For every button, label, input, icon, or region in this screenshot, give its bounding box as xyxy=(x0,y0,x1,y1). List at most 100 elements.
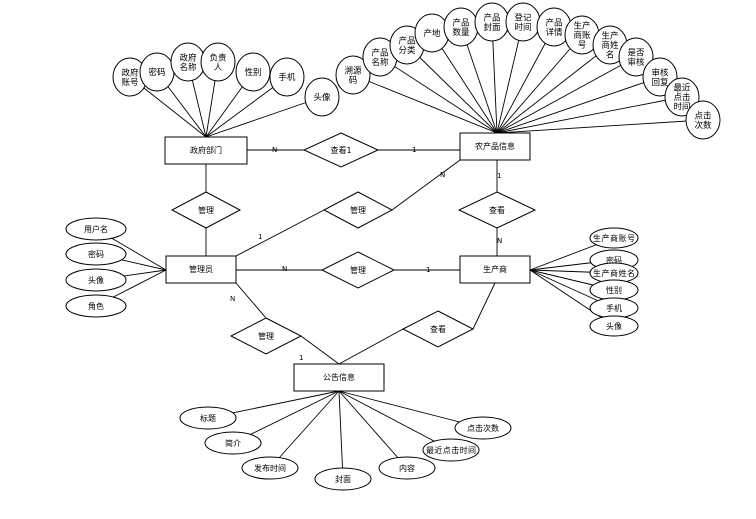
attribute-edge xyxy=(406,44,498,134)
attribute-label: 产品 xyxy=(452,17,469,28)
relation-producer-notice[interactable]: 查看 xyxy=(401,310,475,348)
attribute-label: 封面 xyxy=(483,22,501,33)
attribute-label: 名称 xyxy=(179,62,197,73)
attribute-label: 点击次数 xyxy=(467,423,499,433)
attribute-notice-3[interactable]: 封面 xyxy=(314,467,372,491)
attribute-label: 头像 xyxy=(313,92,331,103)
attribute-label: 生产商姓名 xyxy=(593,268,635,278)
attribute-gov-5[interactable]: 手机 xyxy=(269,57,305,97)
attribute-ellipse xyxy=(304,77,340,117)
attribute-edge xyxy=(338,390,408,469)
attribute-ellipse xyxy=(241,456,299,480)
entity-gov-label: 政府部门 xyxy=(190,145,222,155)
attribute-admin-0[interactable]: 用户名 xyxy=(65,217,127,241)
relation-edge xyxy=(391,159,461,211)
attribute-edge xyxy=(431,32,498,134)
cardinality-label: 1 xyxy=(426,266,430,274)
attribute-label: 号 xyxy=(578,41,587,51)
attribute-label: 产品 xyxy=(483,12,500,23)
attribute-edge xyxy=(352,74,498,134)
attribute-ellipse xyxy=(65,268,127,292)
attribute-label: 数量 xyxy=(452,27,470,38)
cardinality-label: 1 xyxy=(412,146,416,154)
relation-producer-product[interactable]: 查看 xyxy=(457,191,537,229)
cardinality-label: N xyxy=(272,146,277,154)
attribute-prodr-3[interactable]: 性别 xyxy=(589,279,639,301)
attribute-edge xyxy=(496,44,611,134)
attribute-label: 政府 xyxy=(179,52,197,63)
entity-gov[interactable]: 政府部门 xyxy=(164,136,248,165)
entity-notice[interactable]: 公告信息 xyxy=(293,363,385,392)
attribute-label: 简介 xyxy=(225,438,241,448)
attribute-notice-1[interactable]: 简介 xyxy=(204,431,262,455)
attribute-notice-5[interactable]: 最近点击时间 xyxy=(422,438,480,462)
attribute-edge xyxy=(379,56,498,134)
attribute-prodr-5[interactable]: 头像 xyxy=(589,315,639,337)
attribute-prodr-4[interactable]: 手机 xyxy=(589,297,639,319)
attribute-ellipse xyxy=(378,456,436,480)
attribute-prod-0[interactable]: 溯源码 xyxy=(335,55,371,95)
relation-view-1[interactable]: 查看1 xyxy=(302,132,380,168)
relation-gov-admin[interactable]: 管理 xyxy=(170,191,242,229)
entity-product-info[interactable]: 农产品信息 xyxy=(459,132,531,161)
relation-edge xyxy=(472,282,496,330)
attribute-prodr-0[interactable]: 生产商账号 xyxy=(589,227,639,249)
attribute-admin-1[interactable]: 密码 xyxy=(65,242,127,266)
attribute-label: 标题 xyxy=(200,413,216,423)
attribute-prod-9[interactable]: 生产商姓名 xyxy=(592,25,628,65)
attribute-gov-1[interactable]: 密码 xyxy=(139,52,175,92)
entity-producer[interactable]: 生产商 xyxy=(459,255,531,284)
attribute-ellipse xyxy=(589,315,639,337)
attribute-label: 账号 xyxy=(121,78,138,88)
attribute-label: 密码 xyxy=(606,255,622,265)
attribute-label: 次数 xyxy=(694,120,712,131)
attribute-label: 手机 xyxy=(278,72,296,83)
attribute-label: 商账 xyxy=(573,30,591,41)
attribute-label: 头像 xyxy=(88,275,104,285)
attribute-ellipse xyxy=(200,42,236,82)
attribute-notice-6[interactable]: 点击次数 xyxy=(454,416,512,440)
attribute-label: 时间 xyxy=(673,102,690,113)
relation-admin-producer[interactable]: 管理 xyxy=(320,251,396,289)
attribute-gov-4[interactable]: 性别 xyxy=(235,52,271,92)
attribute-label: 负责 xyxy=(209,52,227,63)
attribute-label: 最近点击时间 xyxy=(426,445,476,455)
attribute-notice-0[interactable]: 标题 xyxy=(179,406,237,430)
relation-view-1-label: 查看1 xyxy=(330,145,351,155)
attribute-prod-3[interactable]: 产地 xyxy=(414,13,450,53)
relation-admin-notice[interactable]: 管理 xyxy=(229,317,303,355)
attribute-label: 密码 xyxy=(148,67,165,78)
attribute-ellipse xyxy=(454,416,512,440)
attribute-label: 商姓 xyxy=(601,40,619,51)
entity-notice-label: 公告信息 xyxy=(323,372,355,382)
attribute-admin-2[interactable]: 头像 xyxy=(65,268,127,292)
attribute-label: 名 xyxy=(606,50,615,61)
attribute-label: 性别 xyxy=(606,285,622,295)
attribute-gov-3[interactable]: 负责人 xyxy=(200,42,236,82)
attribute-admin-3[interactable]: 角色 xyxy=(65,294,127,318)
attribute-ellipse xyxy=(685,100,721,140)
attribute-prod-13[interactable]: 点击次数 xyxy=(685,100,721,140)
attribute-notice-2[interactable]: 发布时间 xyxy=(241,456,299,480)
attribute-edge xyxy=(529,269,615,327)
attribute-label: 详情 xyxy=(545,27,563,38)
attribute-gov-6[interactable]: 头像 xyxy=(304,77,340,117)
attribute-label: 最近 xyxy=(673,83,691,94)
attribute-ellipse xyxy=(269,57,305,97)
attribute-label: 政府 xyxy=(121,67,139,78)
entity-admin[interactable]: 管理员 xyxy=(165,255,237,284)
attribute-ellipse xyxy=(65,217,127,241)
cardinality-label: 1 xyxy=(299,354,303,362)
attribute-label: 溯源 xyxy=(344,65,362,76)
attribute-label: 人 xyxy=(214,63,223,73)
attribute-notice-4[interactable]: 内容 xyxy=(378,456,436,480)
relation-edge xyxy=(338,328,404,365)
relation-admin-product[interactable]: 管理 xyxy=(322,191,394,229)
attribute-label: 登记 xyxy=(514,12,532,23)
relation-gov-admin-label: 管理 xyxy=(198,205,214,215)
